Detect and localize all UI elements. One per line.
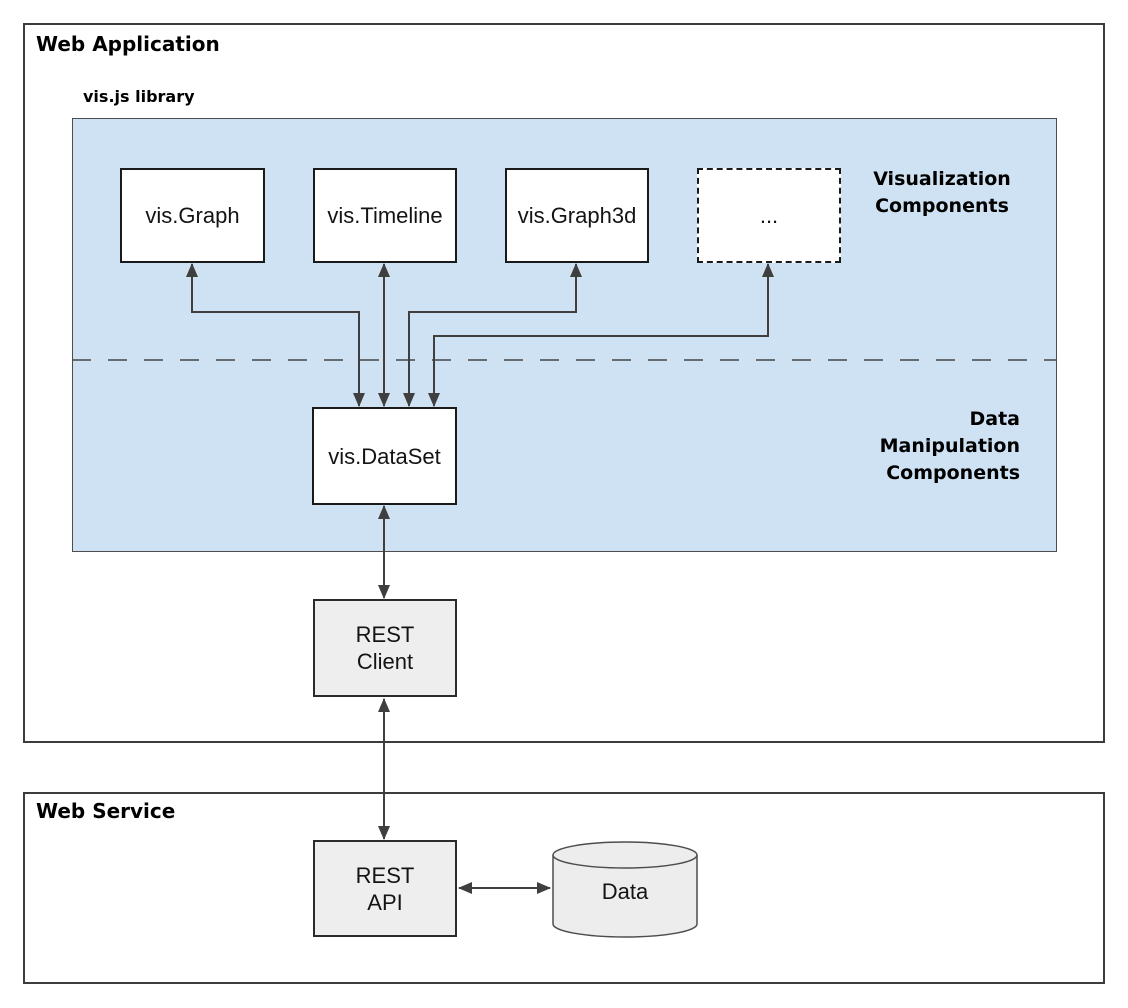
node-vis-graph3d: vis.Graph3d [505,168,649,263]
node-rest-api: REST API [313,840,457,937]
visjs-library-label: vis.js library [83,87,195,106]
node-vis-graph: vis.Graph [120,168,265,263]
node-rest-client: REST Client [313,599,457,697]
web-application-container [23,23,1105,743]
web-service-container [23,792,1105,984]
data-store-label: Data [601,879,649,904]
connector-graph-dataset [186,263,365,407]
web-service-title: Web Service [36,799,176,823]
web-application-title: Web Application [36,32,220,56]
data-manipulation-components-label: Data Manipulation Components [879,408,1020,484]
node-more-components: ... [697,168,841,263]
database-cylinder [552,841,698,938]
connector-dots-dataset [428,263,774,407]
node-vis-dataset: vis.DataSet [312,407,457,505]
node-vis-timeline: vis.Timeline [313,168,457,263]
visualization-components-label: Visualization Components [873,168,1011,217]
